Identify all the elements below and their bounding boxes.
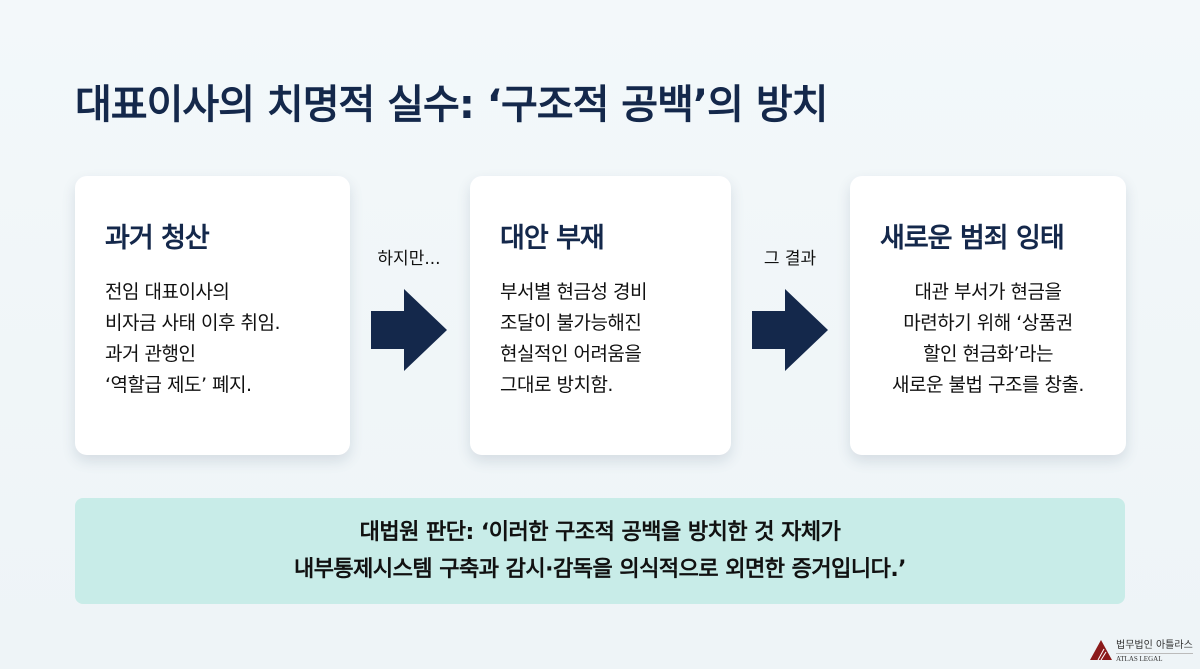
verdict-text: 대법원 판단: ‘이러한 구조적 공백을 방치한 것 자체가 [359, 520, 841, 545]
verdict-text: 내부통제시스템 구축과 감시·감독을 의식적으로 외면한 증거입니다.’ [293, 557, 907, 582]
arrow-right-icon [371, 289, 447, 371]
card-past-cleanup: 과거 청산 전임 대표이사의 비자금 사태 이후 취임. 과거 관행인 ‘역할급… [75, 176, 350, 455]
arrow-right-icon [752, 289, 828, 371]
slide-title: 대표이사의 치명적 실수: ‘구조적 공백’의 방치 [75, 82, 828, 128]
connector-label: 하지만... [377, 249, 441, 269]
card-text: 대관 부서가 현금을 [914, 281, 1062, 303]
card-heading: 대안 부재 [500, 223, 605, 254]
card-text: 새로운 불법 구조를 창출. [892, 374, 1084, 396]
card-text: 전임 대표이사의 [105, 281, 230, 303]
logo-mountain-icon [1090, 639, 1112, 660]
card-heading: 새로운 범죄 잉태 [880, 223, 1065, 254]
card-text: ‘역할급 제도’ 폐지. [105, 374, 252, 396]
logo-english: ATLAS LEGAL [1116, 653, 1193, 663]
connector-label: 그 결과 [763, 249, 817, 269]
card-text: 마련하기 위해 ‘상품권 [903, 312, 1073, 334]
connector-however: 하지만... [359, 244, 459, 371]
card-heading: 과거 청산 [105, 223, 210, 254]
card-text: 과거 관행인 [105, 343, 196, 365]
atlas-legal-logo: 법무법인 아틀라스 ATLAS LEGAL [1090, 636, 1193, 663]
card-text: 할인 현금화’라는 [923, 343, 1053, 365]
card-text: 조달이 불가능해진 [500, 312, 642, 334]
connector-result: 그 결과 [740, 244, 840, 371]
card-text: 현실적인 어려움을 [500, 343, 642, 365]
card-new-crime: 새로운 범죄 잉태 대관 부서가 현금을 마련하기 위해 ‘상품권 할인 현금화… [850, 176, 1126, 455]
card-no-alternative: 대안 부재 부서별 현금성 경비 조달이 불가능해진 현실적인 어려움을 그대로… [470, 176, 731, 455]
logo-korean: 법무법인 아틀라스 [1116, 640, 1193, 651]
card-text: 그대로 방치함. [500, 374, 613, 396]
supreme-court-verdict-box: 대법원 판단: ‘이러한 구조적 공백을 방치한 것 자체가 내부통제시스템 구… [75, 498, 1125, 604]
card-text: 부서별 현금성 경비 [500, 281, 647, 303]
card-text: 비자금 사태 이후 취임. [105, 312, 280, 334]
